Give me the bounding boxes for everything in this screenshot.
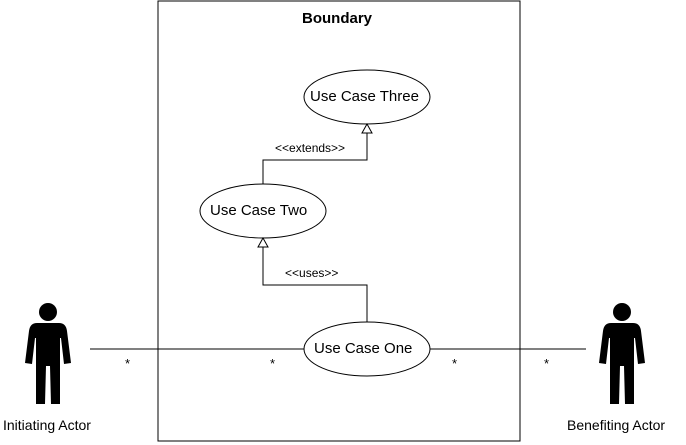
initiating-actor-label: Initiating Actor — [3, 417, 91, 433]
use-case-two-label: Use Case Two — [210, 202, 308, 219]
uses-arrowhead — [257, 236, 269, 248]
extends-relationship-line — [262, 133, 368, 184]
initiating-actor-icon — [25, 303, 71, 404]
uses-stereotype-label: <<uses>> — [285, 266, 339, 280]
multiplicity-right-usecase-end: * — [452, 356, 458, 371]
benefiting-actor-label: Benefiting Actor — [567, 417, 666, 433]
use-case-one-label: Use Case One — [314, 340, 413, 357]
boundary-title: Boundary — [302, 10, 373, 27]
extends-stereotype-label: <<extends>> — [275, 141, 346, 155]
system-boundary — [157, 0, 521, 442]
multiplicity-right-actor-end: * — [544, 356, 550, 371]
multiplicity-left-actor-end: * — [125, 356, 131, 371]
uses-relationship-line — [262, 247, 368, 322]
extends-arrowhead — [361, 122, 373, 134]
benefiting-actor-icon — [599, 303, 645, 404]
use-case-three-label: Use Case Three — [310, 88, 419, 105]
multiplicity-left-usecase-end: * — [270, 356, 276, 371]
